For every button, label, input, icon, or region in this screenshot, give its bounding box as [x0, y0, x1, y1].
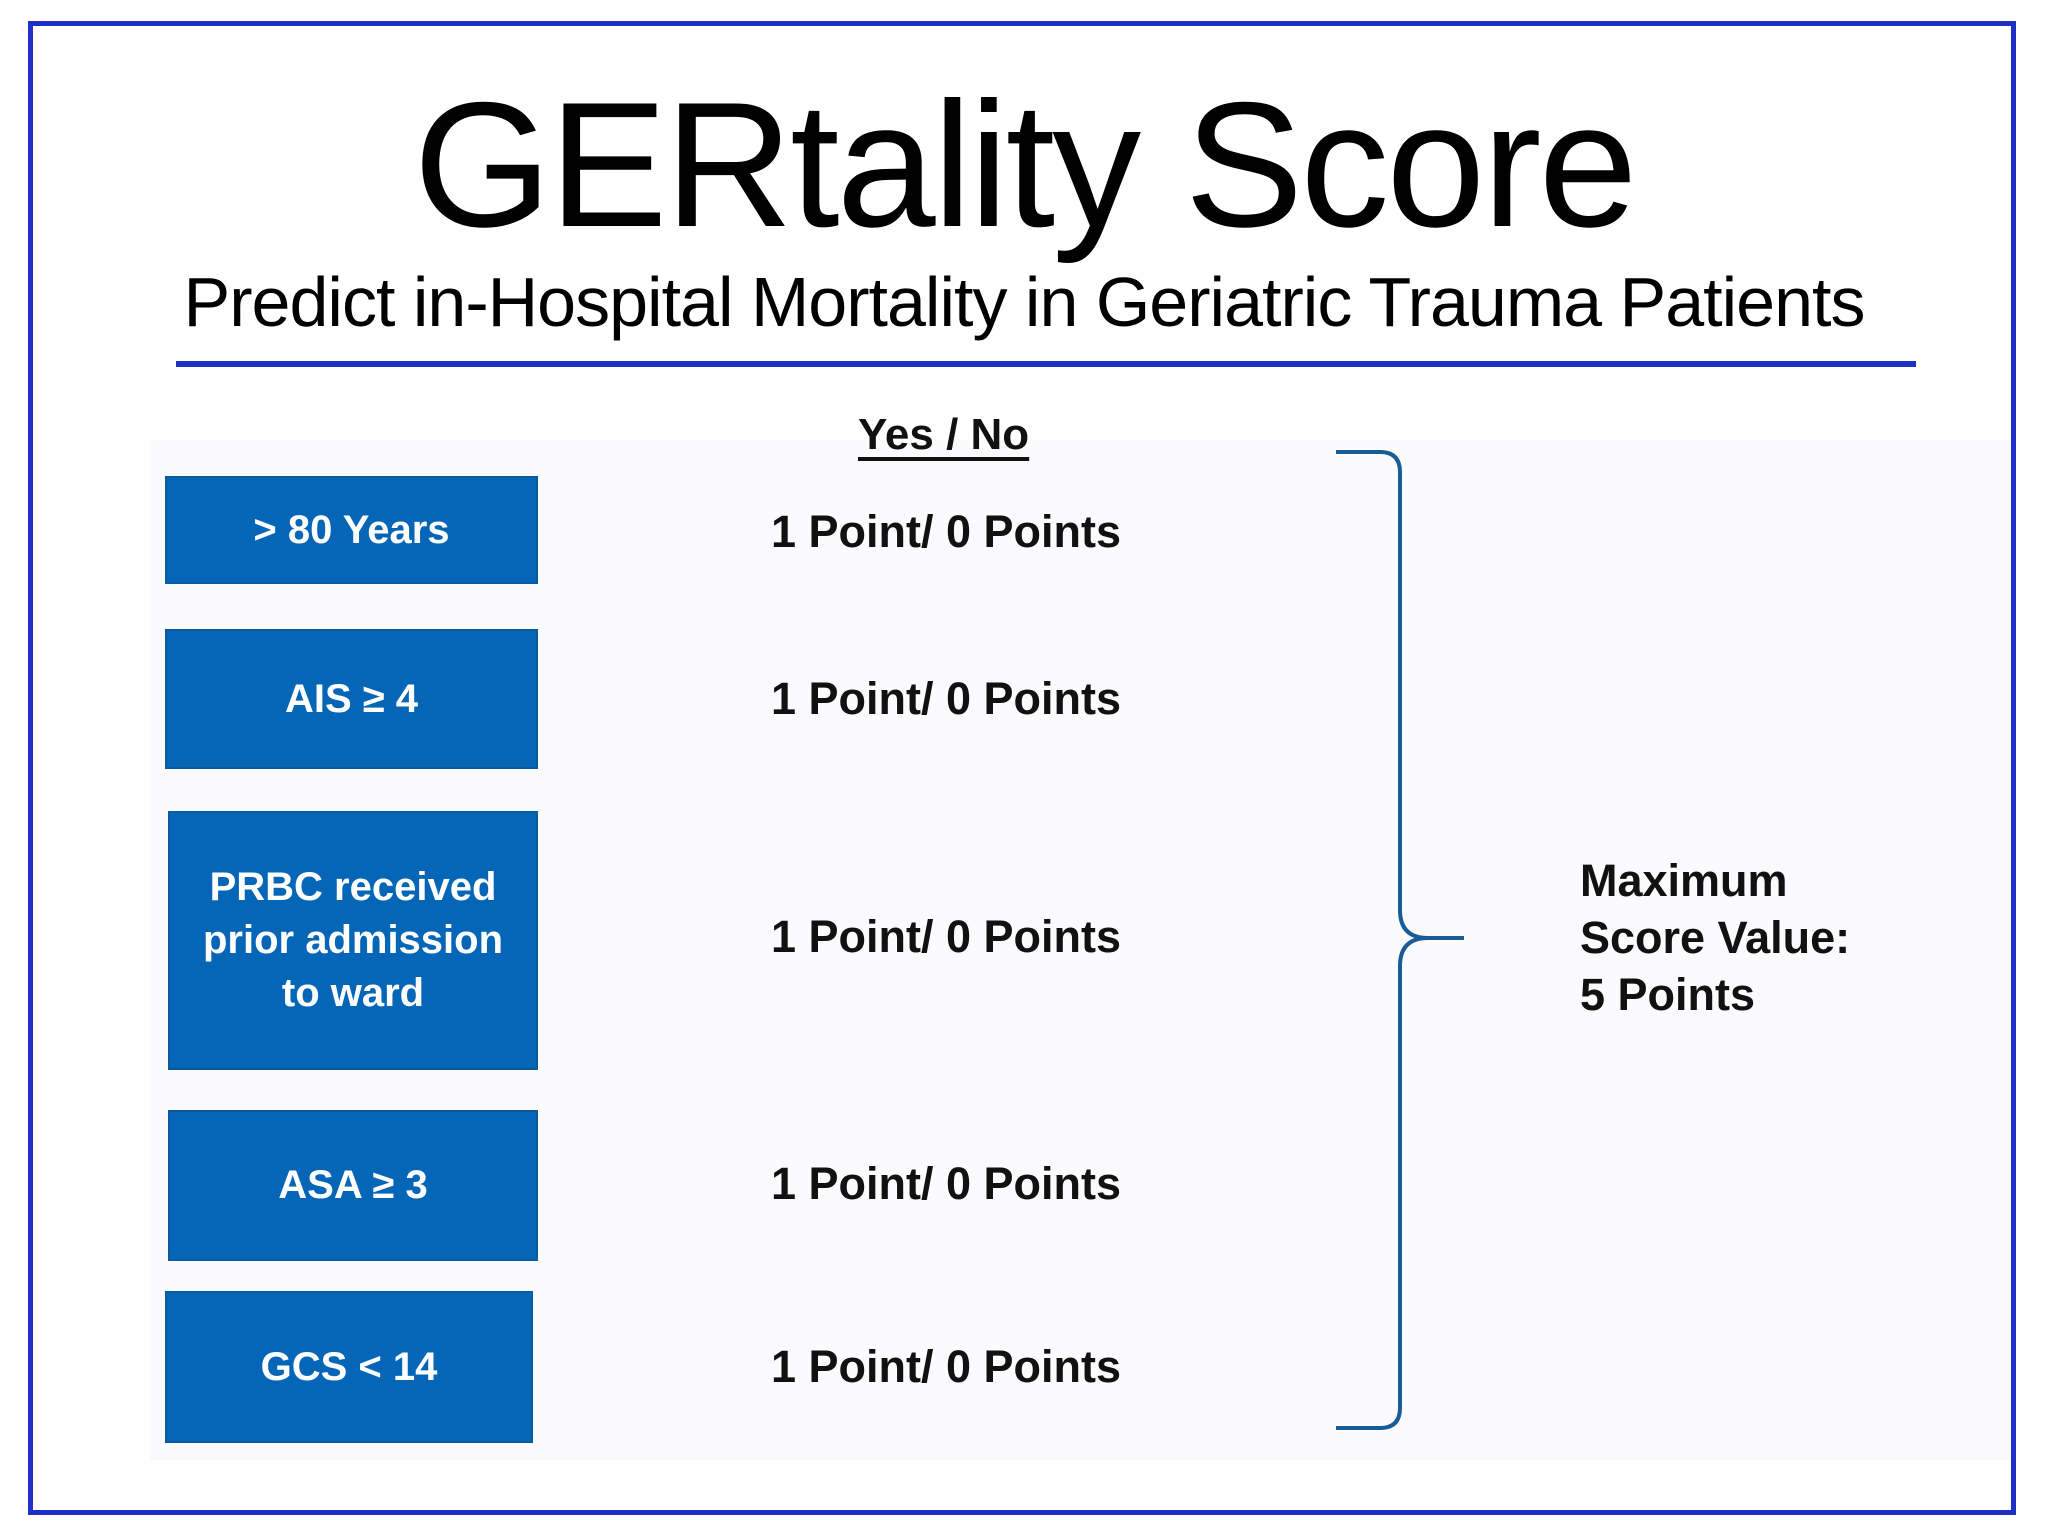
points-gcs: 1 Point/ 0 Points: [771, 1341, 1122, 1392]
title-divider: [176, 361, 1916, 367]
points-prbc: 1 Point/ 0 Points: [771, 911, 1122, 962]
criterion-box-age: > 80 Years: [165, 476, 538, 584]
maximum-score-note: Maximum Score Value: 5 Points: [1580, 852, 1850, 1023]
summary-brace: [1336, 450, 1464, 1430]
points-ais: 1 Point/ 0 Points: [771, 673, 1122, 724]
criterion-box-ais: AIS ≥ 4: [165, 629, 538, 769]
page-title: GERtality Score: [413, 65, 1637, 264]
page-subtitle: Predict in-Hospital Mortality in Geriatr…: [183, 263, 1866, 341]
criterion-box-gcs: GCS < 14: [165, 1291, 533, 1443]
maximum-line-2: Score Value:: [1580, 912, 1851, 963]
points-age: 1 Point/ 0 Points: [771, 506, 1122, 557]
points-asa: 1 Point/ 0 Points: [771, 1158, 1122, 1209]
maximum-line-1: Maximum: [1580, 855, 1788, 906]
maximum-line-3: 5 Points: [1580, 969, 1756, 1020]
criterion-box-prbc: PRBC received prior admission to ward: [168, 811, 538, 1070]
yes-no-header: Yes / No: [858, 410, 1030, 459]
criterion-box-asa: ASA ≥ 3: [168, 1110, 538, 1261]
